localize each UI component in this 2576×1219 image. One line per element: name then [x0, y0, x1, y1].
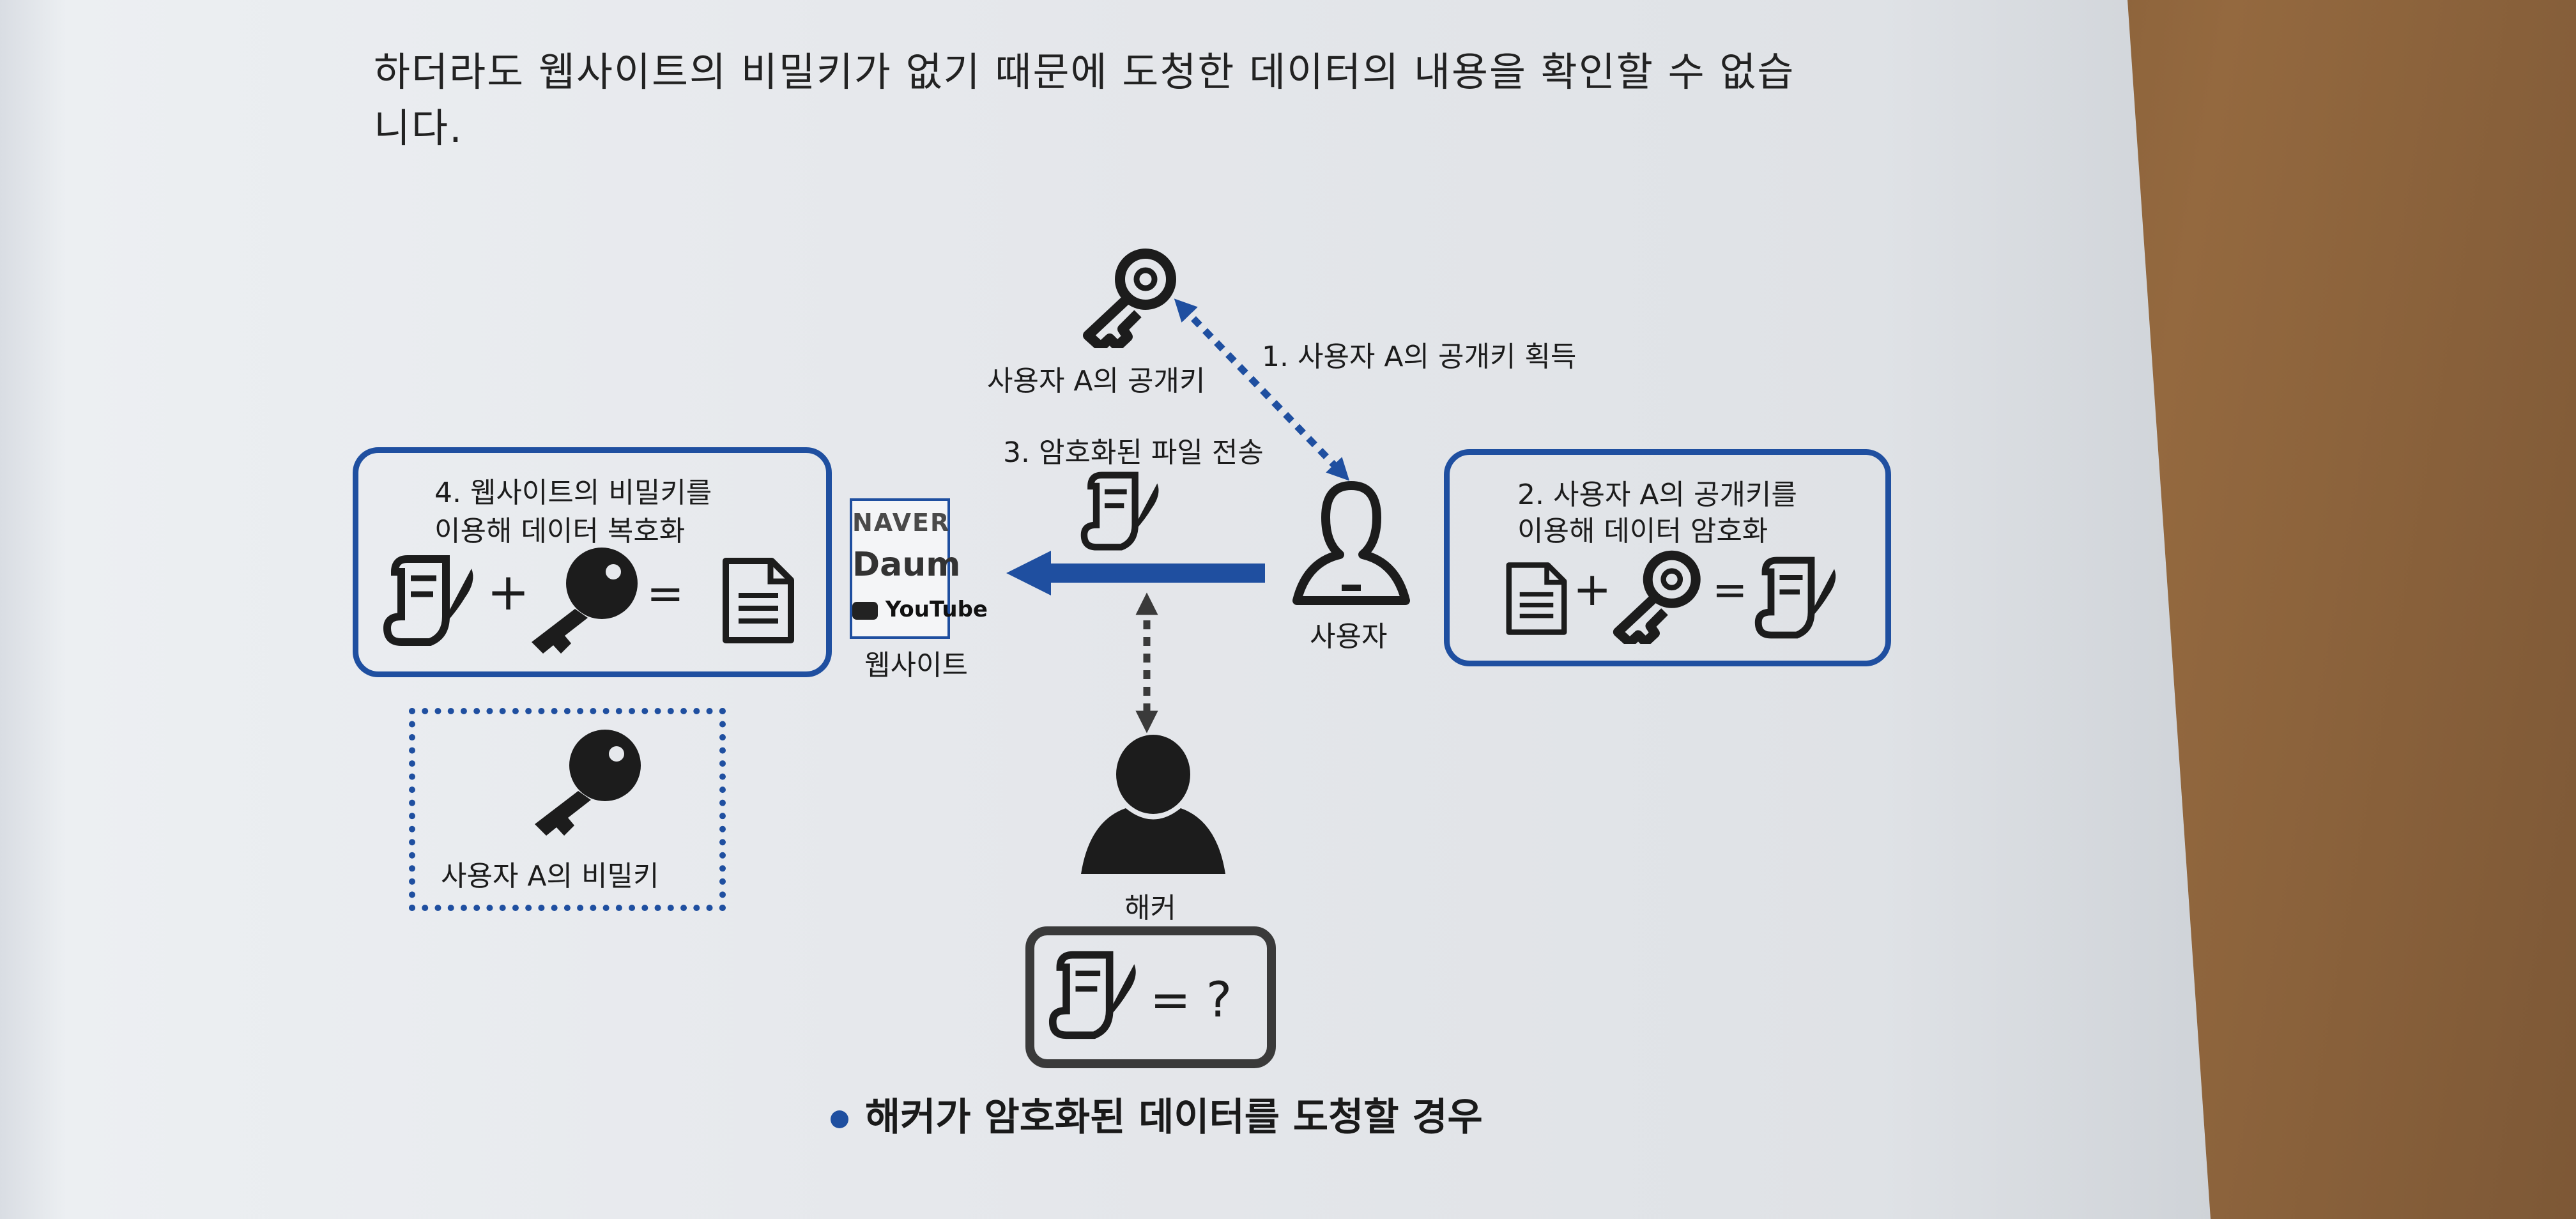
equals-sign: =: [647, 567, 684, 620]
private-key-icon: [535, 730, 641, 836]
document-icon: [723, 558, 794, 643]
plus-sign: +: [487, 562, 530, 622]
step2-line2: 이용해 데이터 암호화: [1517, 515, 1768, 548]
play-icon: [852, 601, 878, 620]
figure-caption: 해커가 암호화된 데이터를 도청할 경우: [831, 1086, 1483, 1142]
book-page: [0, 0, 2211, 1219]
hacker-label: 해커: [1124, 892, 1176, 924]
naver-logo: NAVER: [852, 509, 951, 537]
step4-box: [353, 447, 832, 677]
hacker-result-box: [1025, 926, 1276, 1068]
step2-box: [1444, 449, 1891, 666]
step2-line1: 2. 사용자 A의 공개키를: [1517, 479, 1797, 511]
public-key-icon: [1083, 249, 1176, 348]
step1-label: 1. 사용자 A의 공개키 획득: [1262, 341, 1577, 373]
step3-label: 3. 암호화된 파일 전송: [1003, 436, 1264, 469]
equals-sign: =: [1712, 565, 1748, 615]
hacker-icon: [1081, 735, 1225, 874]
document-icon: [1506, 562, 1567, 635]
public-key-label: 사용자 A의 공개키: [987, 365, 1206, 397]
step4-line2: 이용해 데이터 복호화: [434, 515, 686, 548]
website-label: 웹사이트: [864, 649, 968, 682]
key-exchange-dotted-arrow: [1174, 298, 1350, 481]
paragraph-line-1: 하더라도 웹사이트의 비밀키가 없기 때문에 도청한 데이터의 내용을 확인할 …: [374, 49, 1795, 95]
paragraph-line-2: 니다.: [374, 105, 463, 151]
user-label: 사용자: [1310, 620, 1388, 653]
unknown-result: = ?: [1150, 971, 1232, 1028]
private-key-icon: [532, 548, 638, 654]
encrypted-scroll-icon: [1048, 951, 1136, 1039]
user-icon: [1292, 481, 1410, 605]
encrypted-scroll-icon: [1754, 556, 1836, 639]
website-logos: NAVER Daum YouTube: [850, 498, 988, 639]
encrypted-scroll-icon: [383, 555, 473, 646]
private-key-box: [409, 708, 726, 911]
plus-sign: +: [1573, 562, 1612, 616]
public-key-icon: [1613, 550, 1701, 644]
bullet-icon: [831, 1110, 848, 1129]
youtube-logo: YouTube: [852, 597, 988, 622]
step4-line1: 4. 웹사이트의 비밀키를: [434, 477, 712, 509]
private-key-label: 사용자 A의 비밀키: [441, 860, 659, 893]
transfer-arrow-head: [1006, 551, 1051, 595]
transfer-scroll-icon: [1080, 471, 1159, 551]
daum-logo: Daum: [852, 546, 961, 584]
